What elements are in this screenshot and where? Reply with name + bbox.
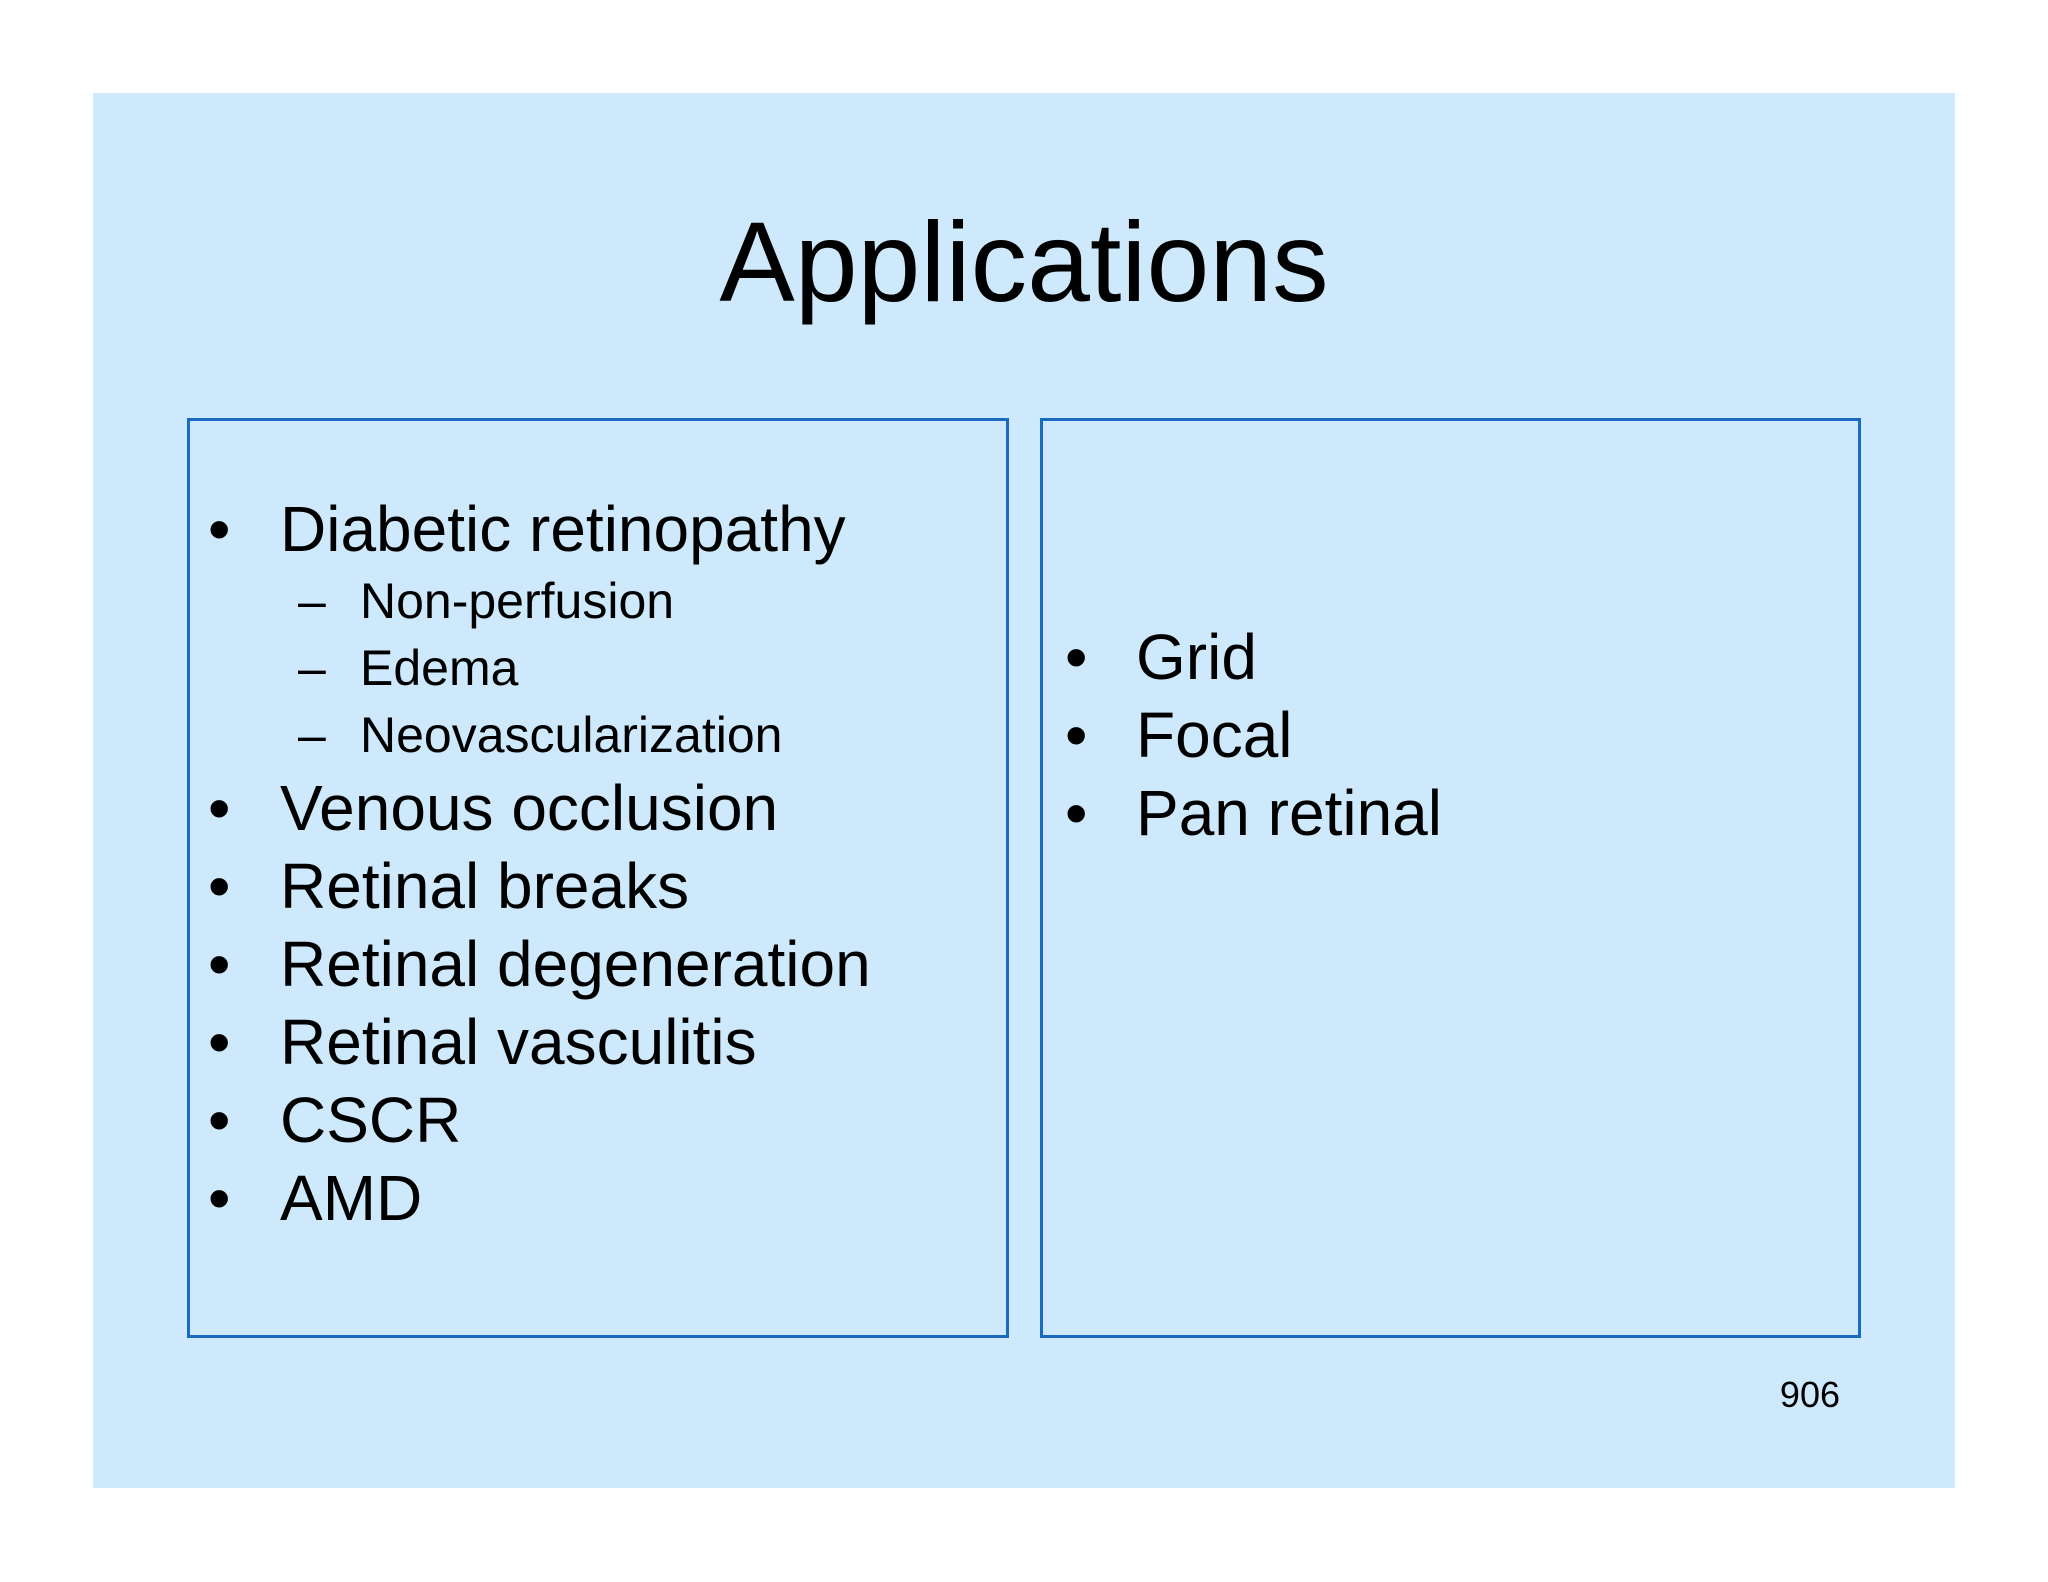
right-bullet-list: • Grid • Focal • Pan retinal [1043,421,1858,852]
bullet-icon: • [208,850,231,922]
bullet-icon: • [208,493,231,565]
list-item: • Retinal breaks [190,847,1006,925]
bullet-icon: • [208,1084,231,1156]
list-item: • Venous occlusion [190,769,1006,847]
bullet-icon: • [1065,777,1088,849]
right-content-box: • Grid • Focal • Pan retinal [1040,418,1861,1338]
dash-icon: – [298,573,326,629]
list-item-label: Focal [1136,699,1293,771]
bullet-icon: • [1065,699,1088,771]
slide: Applications •Diabetic retinopathy –Non-… [93,93,1955,1488]
list-item: • AMD [190,1159,1006,1237]
bullet-icon: • [208,772,231,844]
list-item: • Pan retinal [1043,774,1858,852]
list-item: • Retinal vasculitis [190,1003,1006,1081]
list-item: • Focal [1043,696,1858,774]
list-item-label: AMD [280,1162,423,1234]
page-number: 906 [1779,1374,1840,1415]
list-subitem: –Neovascularization [190,702,1006,769]
list-item-label: Venous occlusion [280,772,779,844]
bullet-icon: • [208,928,231,1000]
list-item-label: Diabetic retinopathy [280,493,846,565]
list-item: • CSCR [190,1081,1006,1159]
list-item: • Grid [1043,618,1858,696]
list-item-label: Grid [1136,621,1257,693]
left-bullet-list: •Diabetic retinopathy –Non-perfusion –Ed… [190,421,1006,1237]
bullet-icon: • [208,1162,231,1234]
bullet-icon: • [208,1006,231,1078]
bullet-icon: • [1065,621,1088,693]
list-item: • Retinal degeneration [190,925,1006,1003]
slide-title: Applications [719,199,1329,325]
list-subitem-label: Non-perfusion [360,573,675,629]
list-subitem-label: Edema [360,640,519,696]
dash-icon: – [298,707,326,763]
list-item-label: CSCR [280,1084,462,1156]
list-item-label: Retinal breaks [280,850,690,922]
list-item-label: Retinal degeneration [280,928,871,1000]
list-item-label: Retinal vasculitis [280,1006,757,1078]
list-item: • Diabetic retinopathy [190,490,1006,568]
list-item-label: Pan retinal [1136,777,1442,849]
left-content-box: •Diabetic retinopathy –Non-perfusion –Ed… [187,418,1009,1338]
list-subitem-label: Neovascularization [360,707,783,763]
list-subitem: –Edema [190,635,1006,702]
list-subitem: –Non-perfusion [190,568,1006,635]
dash-icon: – [298,640,326,696]
